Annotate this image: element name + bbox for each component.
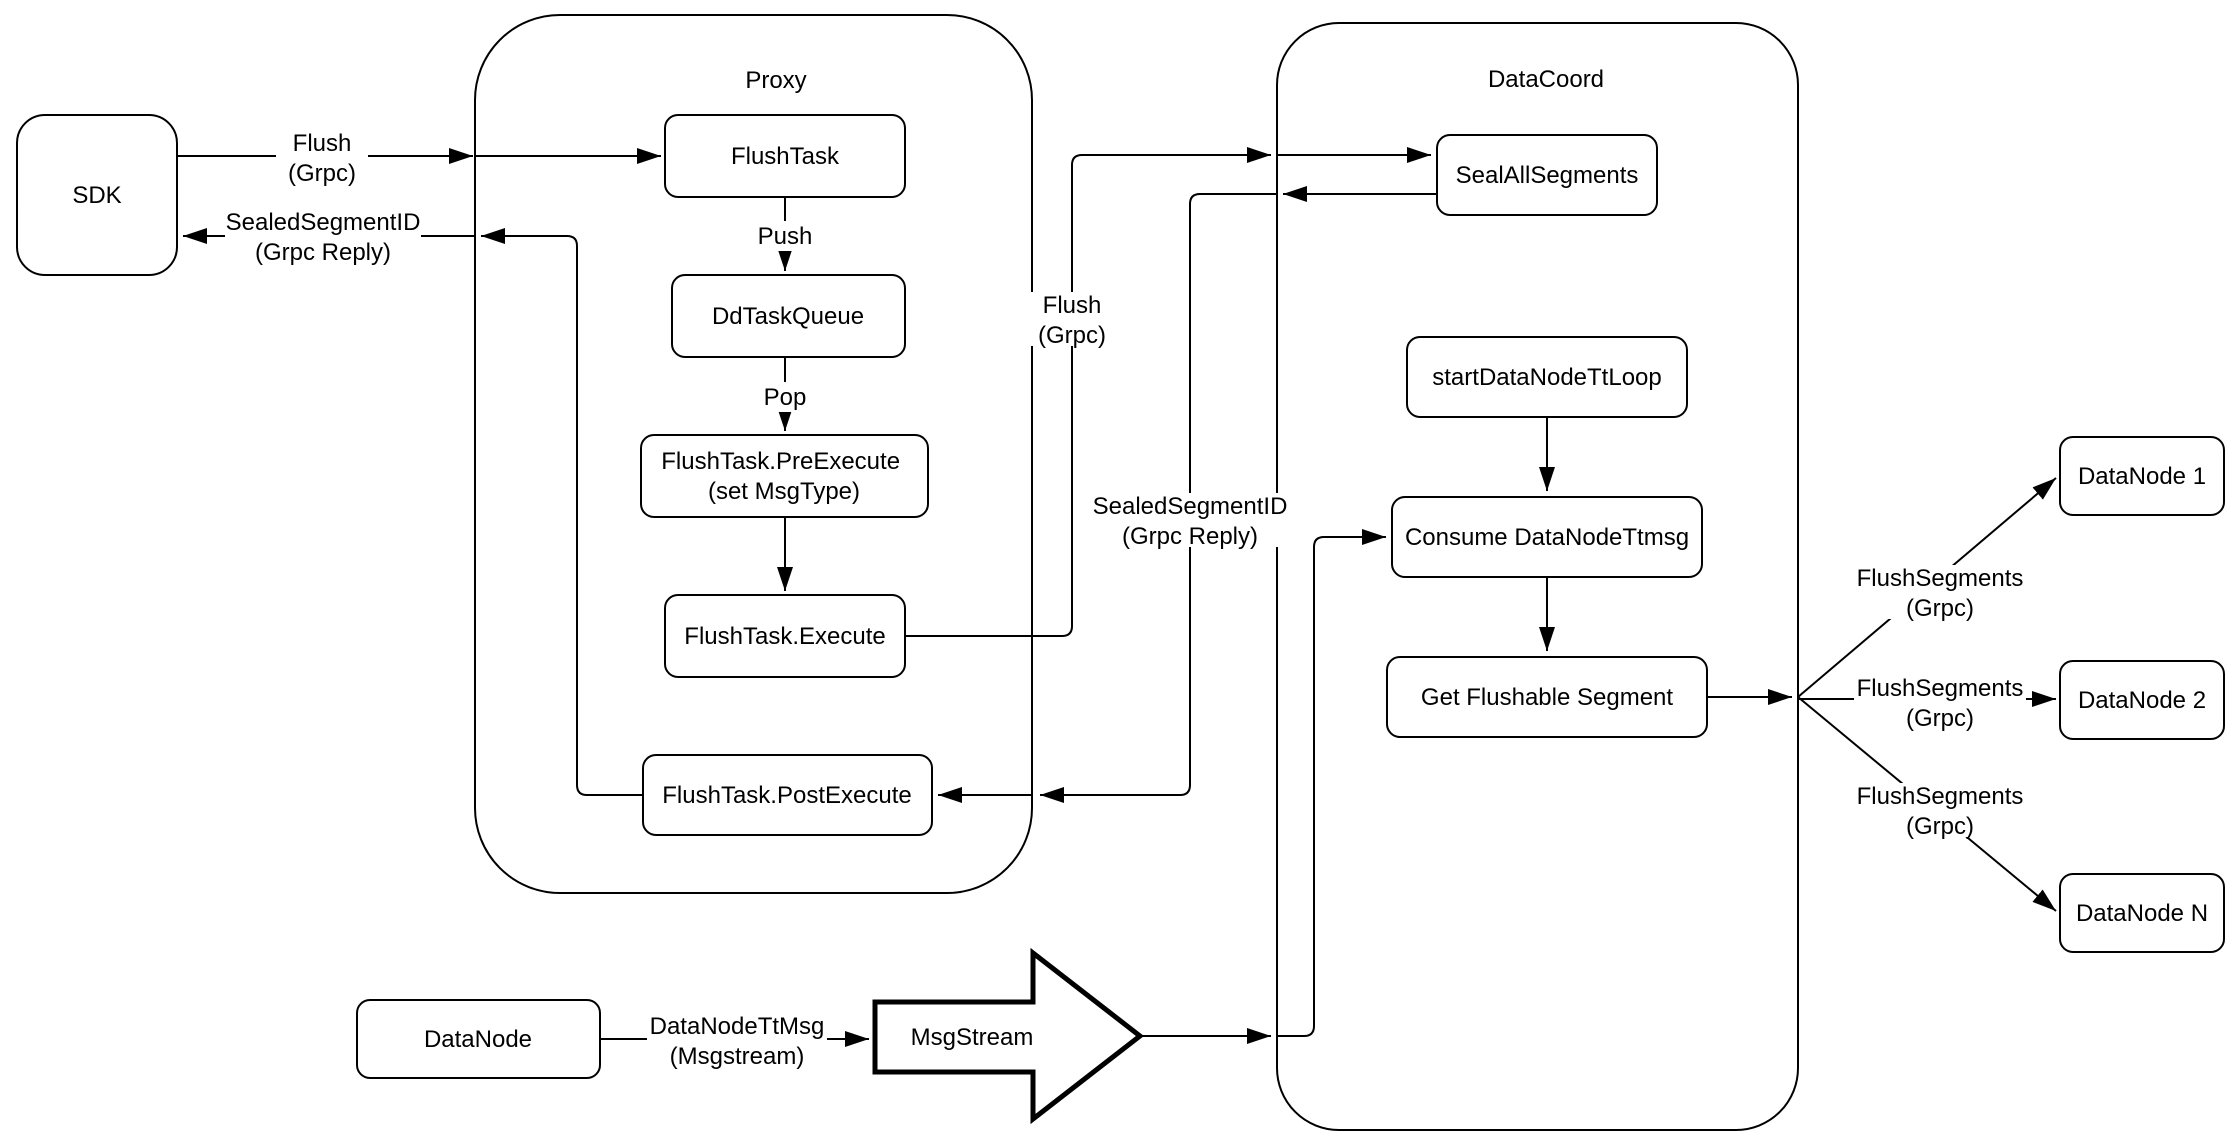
node-msgstream: MsgStream <box>872 947 1145 1125</box>
preexecute-label: FlushTask.PreExecute (set MsgType) <box>661 448 906 505</box>
startdatanodettloop-box <box>1406 336 1688 418</box>
label-bg <box>757 382 813 412</box>
datanode1-box <box>2059 436 2225 516</box>
edge-label-push: Push <box>751 221 819 251</box>
datanode1-label: DataNode 1 <box>2078 463 2206 490</box>
edge-label-datanodettmsg: DataNodeTtMsg (Msgstream) <box>647 1013 827 1070</box>
node-execute: FlushTask.Execute <box>664 594 906 678</box>
startdatanodettloop-label: startDataNodeTtLoop <box>1432 364 1661 391</box>
proxy-title: Proxy <box>745 67 806 94</box>
getflushablesegment-label: Get Flushable Segment <box>1421 684 1673 711</box>
edge-postexecute-to-proxy-border <box>481 228 643 796</box>
node-datanode1: DataNode 1 <box>2059 436 2225 516</box>
node-postexecute: FlushTask.PostExecute <box>642 754 933 836</box>
label-line1: Flush <box>1043 292 1102 319</box>
datanoden-label: DataNode N <box>2076 900 2208 927</box>
datanode2-label: DataNode 2 <box>2078 687 2206 714</box>
edge-label-sealedsegmentid-sdk: SealedSegmentID (Grpc Reply) <box>225 209 421 266</box>
label-line1: DataNodeTtMsg <box>650 1013 825 1040</box>
postexecute-box <box>642 754 933 836</box>
label-line1: SealedSegmentID <box>226 209 421 236</box>
edge-label-pop: Pop <box>757 382 813 412</box>
node-flushtask: FlushTask <box>664 114 906 198</box>
label-bg <box>751 221 819 251</box>
datanode2-box <box>2059 660 2225 740</box>
edges <box>177 147 2057 1047</box>
postexecute-label: FlushTask.PostExecute <box>662 782 911 809</box>
sdk-label: SDK <box>72 182 121 209</box>
sealallsegments-box <box>1436 134 1658 216</box>
node-datanode-bottom: DataNode <box>356 999 601 1079</box>
execute-label: FlushTask.Execute <box>684 623 885 650</box>
label-line1: FlushSegments <box>1857 675 2024 702</box>
sealallsegments-label: SealAllSegments <box>1456 162 1639 189</box>
getflushablesegment-box <box>1386 656 1708 738</box>
label-line2: (Grpc) <box>1906 813 1974 840</box>
flushtask-label: FlushTask <box>731 143 840 170</box>
node-datanode2: DataNode 2 <box>2059 660 2225 740</box>
label-bg <box>1854 783 2026 837</box>
datacoord-container: DataCoord <box>1276 22 1799 1131</box>
node-getflushablesegment: Get Flushable Segment <box>1386 656 1708 738</box>
datacoord-title: DataCoord <box>1488 66 1604 93</box>
edge-label-flushsegments-3: FlushSegments (Grpc) <box>1854 783 2026 840</box>
label-bg <box>647 1013 827 1067</box>
node-ddtaskqueue: DdTaskQueue <box>671 274 906 358</box>
sdk-box <box>16 114 178 276</box>
label-line2: (Grpc) <box>1906 595 1974 622</box>
msgstream-label: MsgStream <box>911 1024 1034 1051</box>
label-line2: (Msgstream) <box>670 1043 805 1070</box>
proxy-container-outline <box>474 14 1033 894</box>
label-line2: (Grpc) <box>1906 705 1974 732</box>
label-bg <box>1854 675 2026 729</box>
edge-label-flushsegments-2: FlushSegments (Grpc) <box>1854 675 2026 732</box>
flushtask-box <box>664 114 906 198</box>
node-datanoden: DataNode N <box>2059 873 2225 953</box>
label-line1: SealedSegmentID <box>1093 493 1288 520</box>
consumedatanodettmsg-label: Consume DataNodeTtmsg <box>1405 524 1689 551</box>
label-line2: (Grpc Reply) <box>255 239 391 266</box>
datanode-bottom-box <box>356 999 601 1079</box>
edge-execute-to-datacoord-flush <box>905 147 1271 637</box>
label-bg <box>1026 292 1118 346</box>
label-line1: FlushSegments <box>1857 565 2024 592</box>
datanode-bottom-label: DataNode <box>424 1026 532 1053</box>
consumedatanodettmsg-box <box>1391 496 1703 578</box>
edge-label-flush-grpc-sdk: Flush (Grpc) <box>276 130 368 187</box>
ddtaskqueue-box <box>671 274 906 358</box>
label-bg <box>1092 493 1288 547</box>
datanoden-box <box>2059 873 2225 953</box>
edge-label-sealedsegmentid-mid: SealedSegmentID (Grpc Reply) <box>1092 493 1288 550</box>
edge-label-flushsegments-1: FlushSegments (Grpc) <box>1854 565 2026 622</box>
label-bg <box>276 130 368 184</box>
datacoord-container-outline <box>1276 22 1799 1131</box>
proxy-container: Proxy <box>474 14 1033 894</box>
label-line2: (Grpc) <box>288 160 356 187</box>
msgstream-block-arrow <box>872 947 1145 1125</box>
edge-label-flush-grpc-mid: Flush (Grpc) <box>1026 292 1118 349</box>
ddtaskqueue-label: DdTaskQueue <box>712 303 864 330</box>
label-line1: Flush <box>293 130 352 157</box>
node-consumedatanodettmsg: Consume DataNodeTtmsg <box>1391 496 1703 578</box>
label-line1: Push <box>758 223 813 250</box>
edge-border-to-consume <box>1277 529 1386 1037</box>
label-line2: (Grpc) <box>1038 322 1106 349</box>
node-preexecute: FlushTask.PreExecute (set MsgType) <box>640 434 929 518</box>
label-line1: Pop <box>764 384 807 411</box>
label-line2: (Grpc Reply) <box>1122 523 1258 550</box>
node-sdk: SDK <box>16 114 178 276</box>
node-startdatanodettloop: startDataNodeTtLoop <box>1406 336 1688 418</box>
preexecute-box <box>640 434 929 518</box>
label-bg <box>1854 565 2026 619</box>
execute-box <box>664 594 906 678</box>
label-bg <box>225 209 421 263</box>
label-line1: FlushSegments <box>1857 783 2024 810</box>
node-sealallsegments: SealAllSegments <box>1436 134 1658 216</box>
